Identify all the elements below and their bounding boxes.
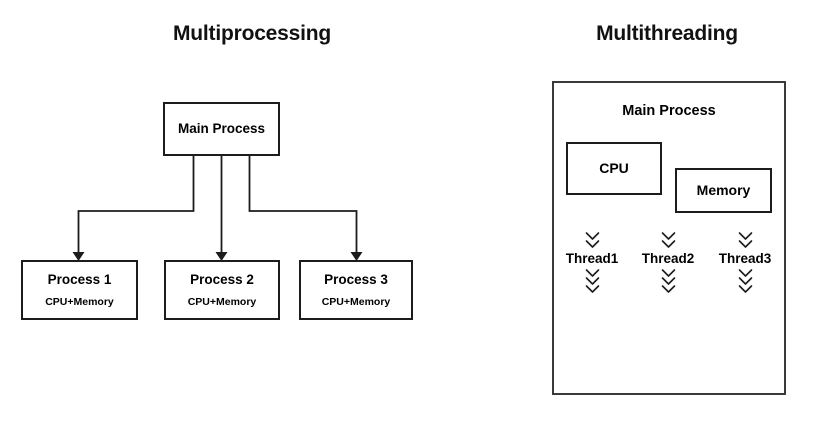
multiprocessing-title: Multiprocessing <box>172 22 332 45</box>
process-3-label: Process 3 <box>324 271 388 287</box>
cpu-label: CPU <box>599 160 629 177</box>
chevron-down-icon <box>738 269 752 277</box>
thread-3-chevrons-above <box>738 231 753 249</box>
process-1-resources: CPU+Memory <box>45 296 114 309</box>
process-box-1: Process 1 CPU+Memory <box>21 260 138 320</box>
thread-1-label: Thread1 <box>565 251 619 266</box>
chevron-down-icon <box>661 269 675 277</box>
process-3-resources: CPU+Memory <box>321 296 391 309</box>
chevron-down-icon <box>585 276 600 286</box>
chevron-down-icon <box>738 276 753 286</box>
thread-1-chevrons-below <box>585 268 600 294</box>
chevron-down-icon <box>585 277 599 285</box>
chevron-down-icon <box>661 284 676 294</box>
chevron-down-icon <box>661 285 675 293</box>
chevron-down-icon <box>738 285 752 293</box>
chevron-down-icon <box>585 232 599 240</box>
chevron-down-icon <box>738 240 752 248</box>
chevron-down-icon <box>661 239 676 249</box>
chevron-down-icon <box>661 232 675 240</box>
process-2-label: Process 2 <box>190 271 254 287</box>
chevron-down-icon <box>585 239 600 249</box>
chevron-down-icon <box>585 231 600 241</box>
chevron-down-icon <box>661 276 676 286</box>
thread-3-label: Thread3 <box>718 251 772 266</box>
memory-box: Memory <box>675 168 772 213</box>
chevron-down-icon <box>661 231 676 241</box>
thread-2-chevrons-above <box>661 231 676 249</box>
thread-2-label: Thread2 <box>641 251 695 266</box>
chevron-down-icon <box>661 240 675 248</box>
chevron-down-icon <box>738 284 753 294</box>
chevron-down-icon <box>661 268 676 278</box>
chevron-down-icon <box>738 231 753 241</box>
connector-right <box>248 156 358 254</box>
chevron-down-icon <box>738 277 752 285</box>
thread-3-chevrons-below <box>738 268 753 294</box>
thread-1-chevrons-above <box>585 231 600 249</box>
main-process-box: Main Process <box>163 102 280 156</box>
connector-left <box>77 156 195 254</box>
chevron-down-icon <box>585 240 599 248</box>
chevron-down-icon <box>585 269 599 277</box>
main-process-label: Main Process <box>177 121 266 137</box>
chevron-down-icon <box>585 268 600 278</box>
process-box-3: Process 3 CPU+Memory <box>299 260 413 320</box>
thread-column-2: Thread2 <box>630 231 706 294</box>
chevron-down-icon <box>738 268 753 278</box>
chevron-down-icon <box>661 277 675 285</box>
process-box-2: Process 2 CPU+Memory <box>164 260 280 320</box>
chevron-down-icon <box>738 239 753 249</box>
thread-column-1: Thread1 <box>554 231 630 294</box>
thread-2-chevrons-below <box>661 268 676 294</box>
process-2-resources: CPU+Memory <box>187 296 257 309</box>
thread-column-3: Thread3 <box>707 231 783 294</box>
multithreading-main-process-label: Main Process <box>622 103 716 119</box>
cpu-box: CPU <box>566 142 662 195</box>
chevron-down-icon <box>738 232 752 240</box>
memory-label: Memory <box>696 182 751 199</box>
multithreading-title: Multithreading <box>596 22 738 45</box>
process-1-label: Process 1 <box>47 271 112 287</box>
chevron-down-icon <box>585 285 599 293</box>
chevron-down-icon <box>585 284 600 294</box>
